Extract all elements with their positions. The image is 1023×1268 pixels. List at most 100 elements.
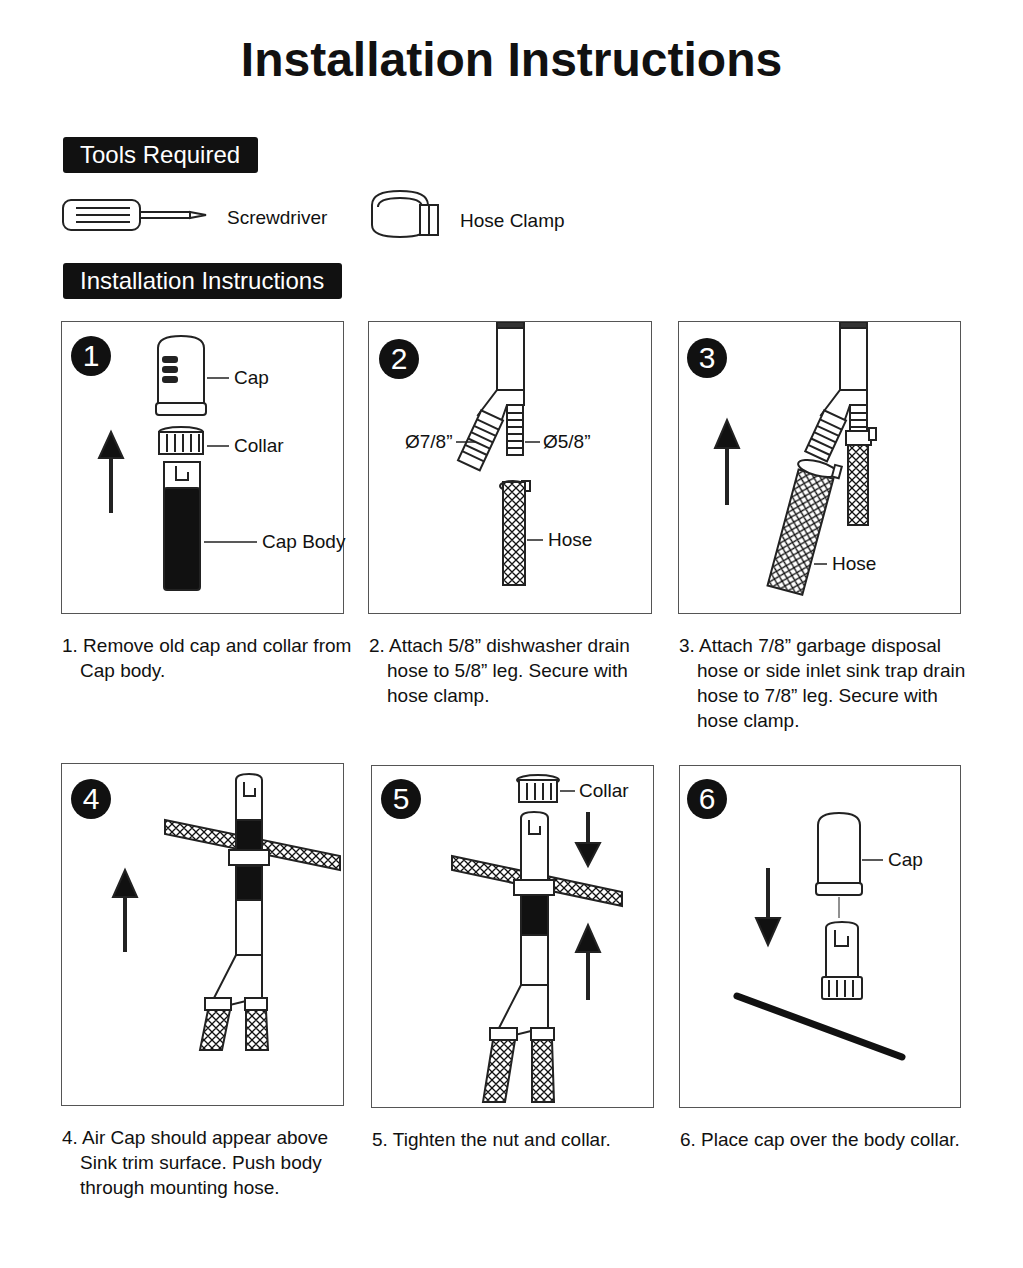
panel-2-art-rect <box>497 322 524 397</box>
panel-3-art-polygon <box>715 420 739 448</box>
panel-5-art-line <box>542 783 544 800</box>
panel-1-art-path <box>158 336 204 405</box>
panel-3-art-g-rect <box>832 465 842 478</box>
panel-1-art-rect <box>163 357 177 362</box>
panel-3-art-rect <box>840 322 867 328</box>
panel-3-art-rect <box>846 431 871 445</box>
panel-1-art-line <box>174 434 176 452</box>
tool-label: Hose Clamp <box>460 209 565 233</box>
step-panel: 1. Remove old cap and collar from Cap bo… <box>61 321 344 614</box>
tool-label: Screwdriver <box>227 206 327 230</box>
screwdriver-icon-line <box>76 207 130 209</box>
panel-5-art-polygon <box>576 843 600 866</box>
step-panel: 3. Attach 7/8” garbage disposal hose or … <box>678 321 961 614</box>
panel-6-art-line <box>839 897 840 918</box>
panel-2-art-line <box>507 419 523 421</box>
panel-5-art-line <box>550 783 552 800</box>
screwdriver-icon-rect <box>140 212 190 218</box>
panel-4-art-path <box>236 774 262 820</box>
callout-number: 2 <box>379 339 419 379</box>
panel-1-art-line <box>166 434 168 452</box>
callout-text: 2 <box>379 339 419 379</box>
panel-3-art-g-rect <box>805 410 846 461</box>
panel-2-art-line <box>525 441 540 443</box>
panel-6-art-path <box>818 813 860 885</box>
panel-2-art-g-rect <box>458 410 503 470</box>
step-panel: 6. Place cap over the body collar.6 <box>679 765 961 1108</box>
panel-6-art-line <box>766 868 770 920</box>
panel-1-art-rect <box>164 462 200 490</box>
callout-text: 5 <box>381 779 421 819</box>
hose-clamp-icon-rect <box>420 205 438 235</box>
panel-5-art-line <box>560 790 575 792</box>
panel-3-art-line <box>850 426 867 428</box>
panel-5-art-line <box>534 783 536 800</box>
panel-3-art-line <box>725 445 729 505</box>
panel-6-art-path <box>835 930 848 946</box>
panel-3-art-rect <box>869 428 876 440</box>
panel-4-art-rect <box>245 998 267 1010</box>
callout-text: 6 <box>687 779 727 819</box>
panel-5-art-rect <box>490 1028 517 1040</box>
panel-1-art-line <box>204 541 257 543</box>
panel-2-art-line <box>507 440 523 442</box>
panel-5-art-path <box>529 820 540 834</box>
panel-1-art-line <box>198 434 200 452</box>
panel-2-art-line <box>527 539 543 541</box>
step-caption: 6. Place cap over the body collar. <box>680 1127 980 1152</box>
panel-1-art-rect <box>163 377 177 382</box>
part-label: Cap <box>234 366 269 390</box>
panel-5-art-line <box>586 812 590 845</box>
panel-4-art-rect <box>236 820 262 850</box>
hose-clamp-icon-line <box>428 205 430 235</box>
panel-4-art-rect <box>205 998 231 1010</box>
panel-5-art-rect <box>514 880 554 895</box>
panel-2-art-line <box>507 433 523 435</box>
panel-1-art-line <box>190 434 192 452</box>
panel-3-art-g <box>805 410 846 461</box>
panel-4-art-polygon <box>113 870 137 897</box>
panel-5-art-polygon <box>576 925 600 952</box>
callout-number: 6 <box>687 779 727 819</box>
panel-3-art-line <box>814 563 827 565</box>
section-header: Tools Required <box>63 137 258 173</box>
panel-6-art-line <box>836 980 838 997</box>
panel-2-art-g-line <box>462 451 484 461</box>
callout-number: 4 <box>71 779 111 819</box>
panel-5-art-rect <box>531 1028 554 1040</box>
screwdriver-icon-line <box>76 221 130 223</box>
panel-6-art-path <box>826 922 858 978</box>
panel-3-art-rect <box>848 445 868 525</box>
panel-6-art-polygon <box>756 918 780 945</box>
part-label: Hose <box>832 552 876 576</box>
screwdriver-icon-polygon <box>190 212 206 218</box>
panel-5-art-polygon <box>532 1040 554 1102</box>
panel-6-art-line <box>828 980 830 997</box>
panel-4-art-polygon <box>246 1010 268 1050</box>
panel-3-art-g-line <box>808 445 830 455</box>
panel-3-art-line <box>850 412 867 414</box>
callout-text: 1 <box>71 336 111 376</box>
panel-1-art <box>99 336 257 590</box>
panel-4-art <box>113 774 340 1050</box>
panel-2-art-rect <box>503 482 525 585</box>
part-label: Cap <box>888 848 923 872</box>
panel-3-art-g-rect <box>768 470 834 595</box>
panel-6-art-line <box>737 996 902 1057</box>
section-header: Installation Instructions <box>63 263 342 299</box>
panel-4-art-polygon <box>165 820 340 870</box>
panel-2-art-rect <box>507 405 523 455</box>
callout-number: 3 <box>687 338 727 378</box>
panel-6-art <box>737 813 902 1057</box>
panel-4-art-rect <box>236 900 262 958</box>
panel-1-art-line <box>207 445 229 447</box>
callout-number: 5 <box>381 779 421 819</box>
screwdriver-icon-line <box>76 214 130 216</box>
step-caption: 2. Attach 5/8” dishwasher drain hose to … <box>369 633 669 708</box>
panel-1-art-rect <box>159 432 203 454</box>
step-caption: 5. Tighten the nut and collar. <box>372 1127 672 1152</box>
panel-4-art-rect <box>229 850 269 865</box>
panel-5-art-rect <box>519 780 557 802</box>
